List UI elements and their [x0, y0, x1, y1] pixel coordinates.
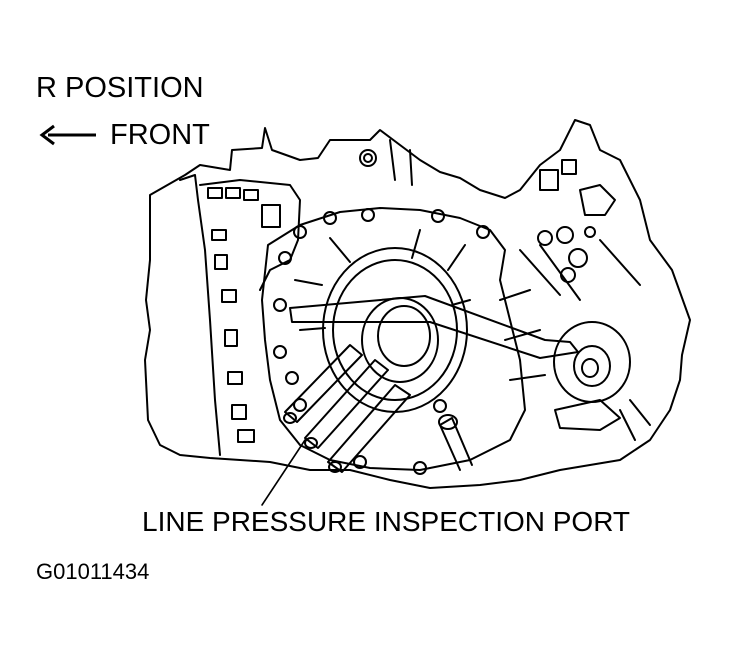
front-label: FRONT [110, 118, 210, 151]
housing-outline [144, 119, 691, 489]
pressure-port-1 [284, 344, 363, 423]
pressure-port-3 [327, 384, 411, 473]
central-flange [261, 207, 526, 471]
transaxle-drawing [144, 119, 691, 506]
pressure-port-2 [304, 359, 389, 449]
figure-code: G01011434 [36, 559, 150, 584]
left-arrow-icon [39, 124, 96, 146]
leader-line [261, 439, 306, 506]
position-label: R POSITION [36, 72, 204, 104]
hub [361, 297, 439, 383]
right-boss [553, 321, 631, 403]
left-case [179, 174, 221, 456]
front-indicator: FRONT [38, 120, 210, 150]
port-callout-label: LINE PRESSURE INSPECTION PORT [142, 506, 631, 537]
inner-disc [322, 247, 468, 413]
